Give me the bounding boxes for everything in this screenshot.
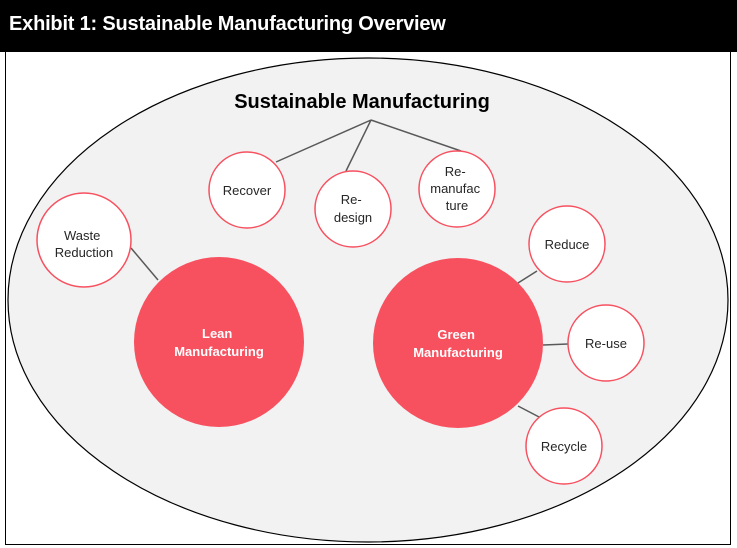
node-label-line: Reduction	[55, 245, 114, 260]
node-label-line: Re-	[445, 164, 466, 179]
node-label-line: ture	[446, 198, 468, 213]
node-label: Re- design	[334, 192, 372, 225]
node-label-line: Recycle	[541, 439, 587, 454]
connector-title-remanufacture	[370, 119, 462, 152]
node-label-line: manufac	[430, 181, 480, 196]
node-circle	[36, 192, 132, 288]
satellite-reuse: Re-use	[567, 304, 645, 382]
node-label: Re-use	[585, 336, 627, 351]
big-node-label-line: Manufacturing	[413, 345, 503, 360]
node-circle	[525, 407, 603, 485]
top-node-remanufacture: Re- manufac ture	[418, 150, 496, 228]
connector-green-reduce	[517, 270, 538, 284]
connector-lean-waste-reduction	[130, 247, 159, 281]
node-label: Waste Reduction	[55, 228, 114, 260]
node-circle	[418, 150, 496, 228]
big-node-label-line: Green	[437, 327, 475, 342]
node-label-line: Waste	[64, 228, 100, 243]
node-label-line: Re-use	[585, 336, 627, 351]
green-manufacturing-node: Green Manufacturing	[373, 258, 543, 428]
node-label: Recycle	[541, 439, 587, 454]
satellite-recycle: Recycle	[525, 407, 603, 485]
node-circle	[314, 170, 392, 248]
node-circle	[208, 151, 286, 229]
satellite-waste-reduction: Waste Reduction	[36, 192, 132, 288]
node-label: Reduce	[545, 237, 590, 252]
big-node-circle	[134, 257, 304, 427]
connector-green-recycle	[517, 405, 542, 419]
connector-title-redesign	[345, 119, 372, 172]
node-label-line: design	[334, 210, 372, 225]
connector-green-reuse	[542, 343, 569, 346]
connector-title-recover	[275, 119, 372, 163]
node-circle	[567, 304, 645, 382]
big-node-label-line: Manufacturing	[174, 344, 264, 359]
big-node-circle	[373, 258, 543, 428]
connectors	[130, 119, 569, 419]
top-node-recover: Recover	[208, 151, 286, 229]
lean-manufacturing-node: Lean Manufacturing	[134, 257, 304, 427]
big-node-label: Lean Manufacturing	[174, 326, 264, 359]
satellite-reduce: Reduce	[528, 205, 606, 283]
diagram-title: Sustainable Manufacturing	[234, 91, 490, 113]
node-label-line: Re-	[341, 192, 362, 207]
outer-ellipse	[7, 57, 729, 543]
node-label-line: Recover	[223, 183, 272, 198]
top-node-redesign: Re- design	[314, 170, 392, 248]
node-label: Re- manufac ture	[430, 164, 484, 213]
big-node-label: Green Manufacturing	[413, 327, 503, 360]
node-label: Recover	[223, 183, 272, 198]
node-circle	[528, 205, 606, 283]
big-node-label-line: Lean	[202, 326, 232, 341]
exhibit-title: Exhibit 1: Sustainable Manufacturing Ove…	[9, 13, 446, 35]
node-label-line: Reduce	[545, 237, 590, 252]
exhibit-header: Exhibit 1: Sustainable Manufacturing Ove…	[0, 0, 737, 52]
